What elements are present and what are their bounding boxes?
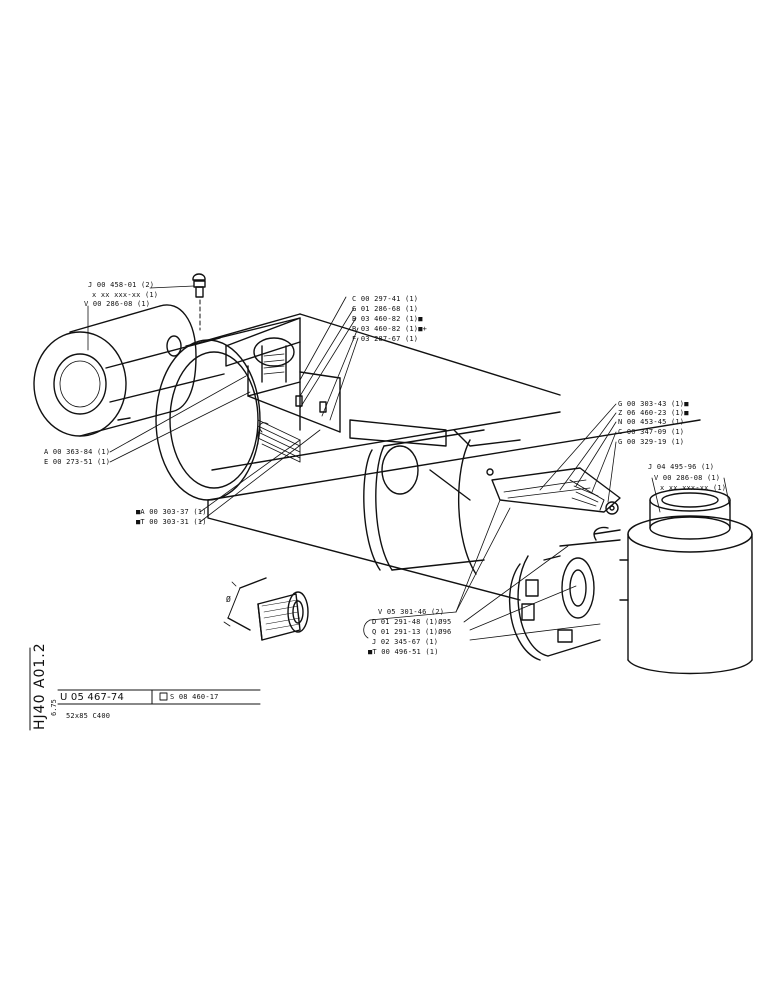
sheet-code-vertical: HJ40 A01.2 <box>32 642 48 730</box>
part-label: V 00 286-08 (1) <box>84 300 151 308</box>
part-label: ■T 00 496-51 (1) <box>368 648 439 656</box>
part-label: B 03 460-82 (1)■ <box>352 315 423 323</box>
part-label: G 00 303-43 (1)■ <box>618 400 689 408</box>
cylinder-end-cap <box>619 488 753 675</box>
part-label: A 00 363-84 (1) <box>44 448 111 456</box>
part-label: V 05 301-46 (2) <box>378 608 445 616</box>
cylinder-barrel <box>155 313 701 601</box>
part-label: J 04 495-96 (1) <box>648 463 715 471</box>
part-label: B 03 460-82 (1)■+ <box>352 325 428 333</box>
part-label: J 02 345-67 (1) <box>372 638 439 646</box>
part-label: E 00 273-51 (1) <box>44 458 111 466</box>
fitting-detail-insert <box>223 577 309 641</box>
rod-end-eye <box>33 304 225 437</box>
leader-lines <box>87 285 731 641</box>
seal-sleeve-group <box>508 526 621 661</box>
part-number: U 05 467-74 <box>60 692 125 703</box>
part-label: G 01 286-68 (1) <box>352 305 419 313</box>
title-block-frame <box>29 647 261 731</box>
part-label: x xx xxx-xx (1) <box>92 291 159 299</box>
part-label: J 00 458-01 (2) <box>88 281 155 289</box>
grease-nipple <box>192 273 206 331</box>
part-description: 52x85 C400 <box>66 712 111 720</box>
valve-spring-assembly <box>486 467 621 515</box>
part-label: V 00 286-08 (1) <box>654 474 721 482</box>
part-label: C 00 297-41 (1) <box>352 295 419 303</box>
sheet-date-vertical: 6.75 <box>50 699 58 716</box>
part-label: x xx xxx-xx (1) <box>660 484 727 492</box>
part-label: F 03 287-67 (1) <box>352 335 419 343</box>
part-label: D 01 291-48 (1)Ø95 <box>372 618 452 626</box>
alternate-reference: S 08 460-17 <box>170 693 219 701</box>
part-label: ■T 00 303-31 (1) <box>136 518 207 526</box>
diameter-symbol: Ø <box>226 595 232 604</box>
part-label: Z 06 460-23 (1)■ <box>618 409 689 417</box>
part-label: ■A 00 303-37 (1) <box>136 508 207 516</box>
part-label: C 00 347-09 (1) <box>618 428 685 436</box>
part-label: Q 01 291-13 (1)Ø96 <box>372 628 452 636</box>
part-label: N 00 453-45 (1) <box>618 418 685 426</box>
part-label: G 00 329-19 (1) <box>618 438 685 446</box>
